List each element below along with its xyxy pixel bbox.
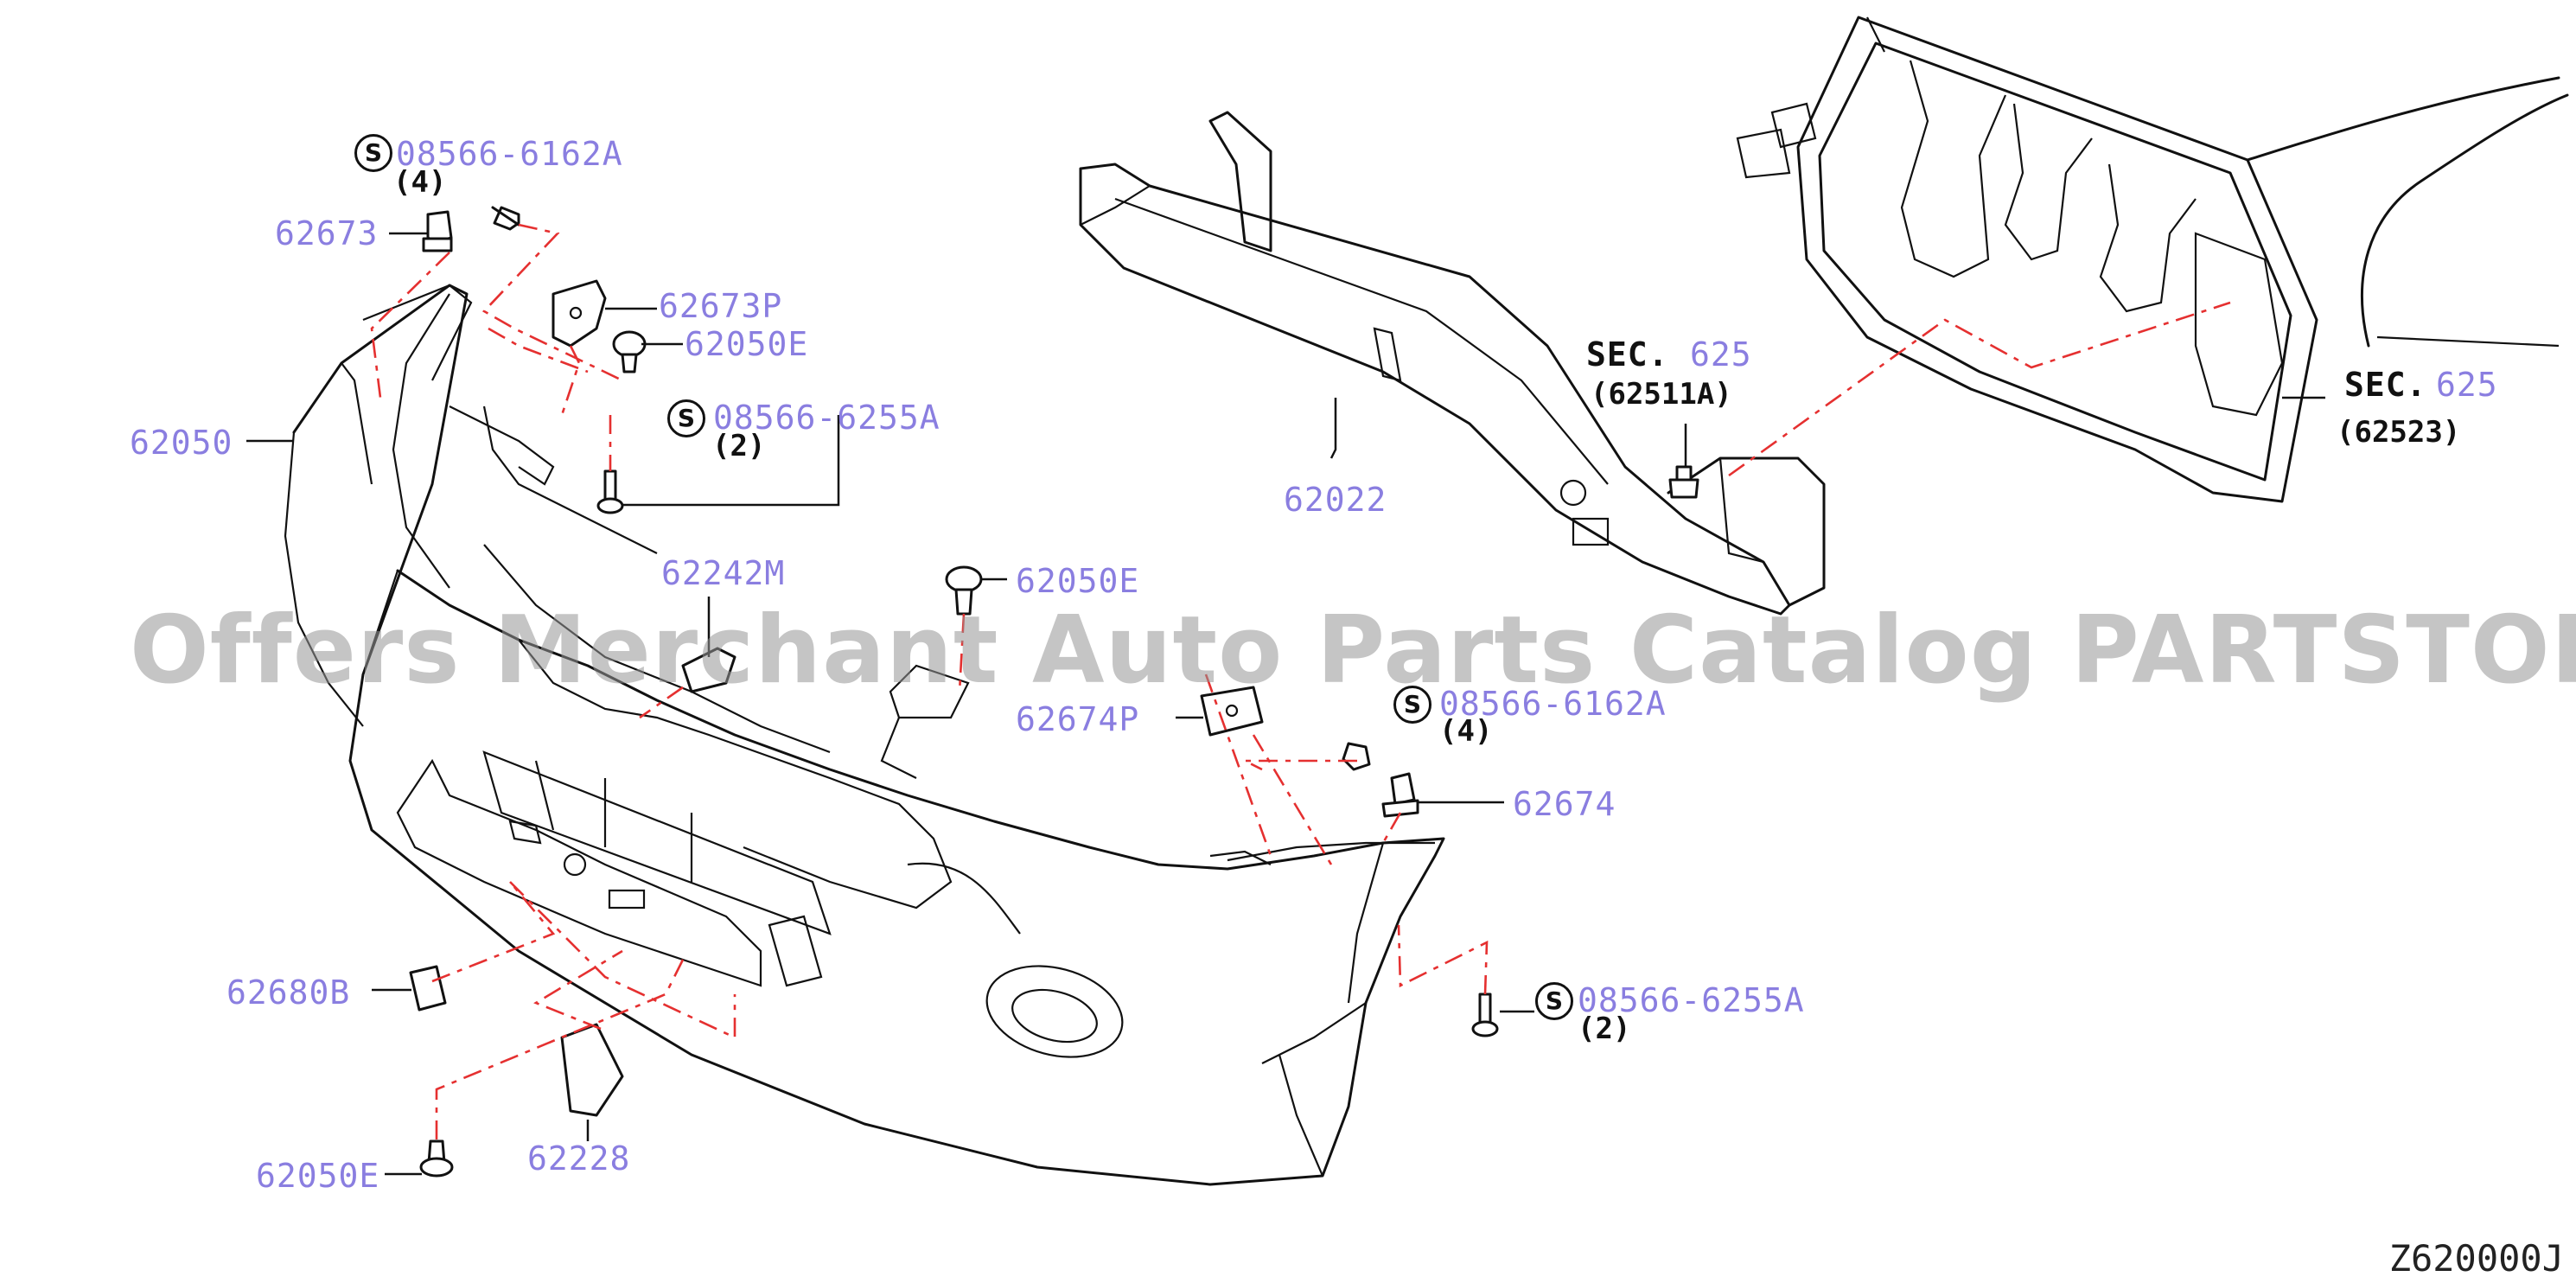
screw-mid [596, 469, 624, 514]
callout-bumper-fascia-62050[interactable]: 62050 [130, 424, 233, 462]
clip-62674 [1381, 772, 1419, 818]
standard-part-symbol: S [1393, 686, 1431, 724]
bracket-62673P [552, 279, 607, 348]
sec-left-number[interactable]: 625 [1690, 335, 1752, 373]
callout-clip-62050E-lower[interactable]: 62050E [256, 1157, 380, 1195]
callout-screw-lower-right[interactable]: 08566-6255A [1578, 981, 1805, 1019]
clip-62050E-upper [612, 330, 647, 373]
upper-bumper-bracket [362, 284, 970, 779]
callout-screw-lower-right-qty: (2) [1578, 1012, 1631, 1046]
bracket-62242M [681, 647, 736, 693]
bumper-reinforcement-62022 [1079, 111, 1826, 616]
leader-lines [246, 232, 2325, 1176]
clip-62673 [422, 210, 453, 252]
callout-clip-62673[interactable]: 62673 [275, 214, 379, 252]
assembly-guide-lines [370, 223, 2231, 1139]
screw-upper-left [491, 206, 520, 231]
callout-screw-upper-left[interactable]: 08566-6162A [396, 135, 623, 173]
callout-cover-62228[interactable]: 62228 [527, 1139, 631, 1178]
callout-screw-mid-qty: (2) [712, 429, 766, 463]
standard-part-symbol: S [1535, 982, 1573, 1020]
radiator-core-support [1736, 16, 2318, 503]
callout-bracket-62673P[interactable]: 62673P [659, 287, 783, 325]
callout-screw-right[interactable]: 08566-6162A [1439, 685, 1667, 723]
diagram-code: Z620000J [2388, 1237, 2564, 1280]
cover-62228 [560, 1023, 624, 1117]
clip-62680B [409, 965, 447, 1012]
sec-right-ref: (62523) [2337, 415, 2461, 450]
watermark: Offers Merchant Auto Parts Catalog PARTS… [130, 597, 2576, 705]
callout-bracket-62674P[interactable]: 62674P [1016, 700, 1140, 738]
callout-screw-right-qty: (4) [1439, 714, 1493, 749]
clip-62050E-lower [419, 1139, 454, 1178]
callout-screw-upper-left-qty: (4) [393, 165, 447, 200]
sec-right-number[interactable]: 625 [2436, 366, 2498, 404]
callout-bracket-62242M[interactable]: 62242M [661, 554, 786, 592]
callout-reinforcement-62022[interactable]: 62022 [1284, 481, 1387, 519]
sec-left-label: SEC. [1586, 335, 1669, 373]
callout-clip-62050E-upper[interactable]: 62050E [685, 325, 809, 363]
bumper-fascia-62050 [284, 284, 1445, 1186]
standard-part-symbol: S [667, 399, 705, 437]
bracket-62674P [1200, 686, 1264, 737]
hood-outline [2246, 76, 2569, 348]
callout-clip-62680B[interactable]: 62680B [226, 973, 351, 1012]
clip-62050E-center [945, 565, 983, 616]
callout-screw-mid[interactable]: 08566-6255A [713, 399, 940, 437]
callout-clip-62050E-center[interactable]: 62050E [1016, 562, 1140, 600]
bolt-62511A [1668, 465, 1699, 499]
screw-right [1342, 742, 1371, 771]
callout-clip-62674[interactable]: 62674 [1513, 785, 1616, 823]
screw-lower-right [1471, 993, 1499, 1037]
standard-part-symbol: S [354, 134, 392, 172]
sec-left-ref: (62511A) [1591, 377, 1732, 412]
sec-right-label: SEC. [2344, 366, 2427, 404]
